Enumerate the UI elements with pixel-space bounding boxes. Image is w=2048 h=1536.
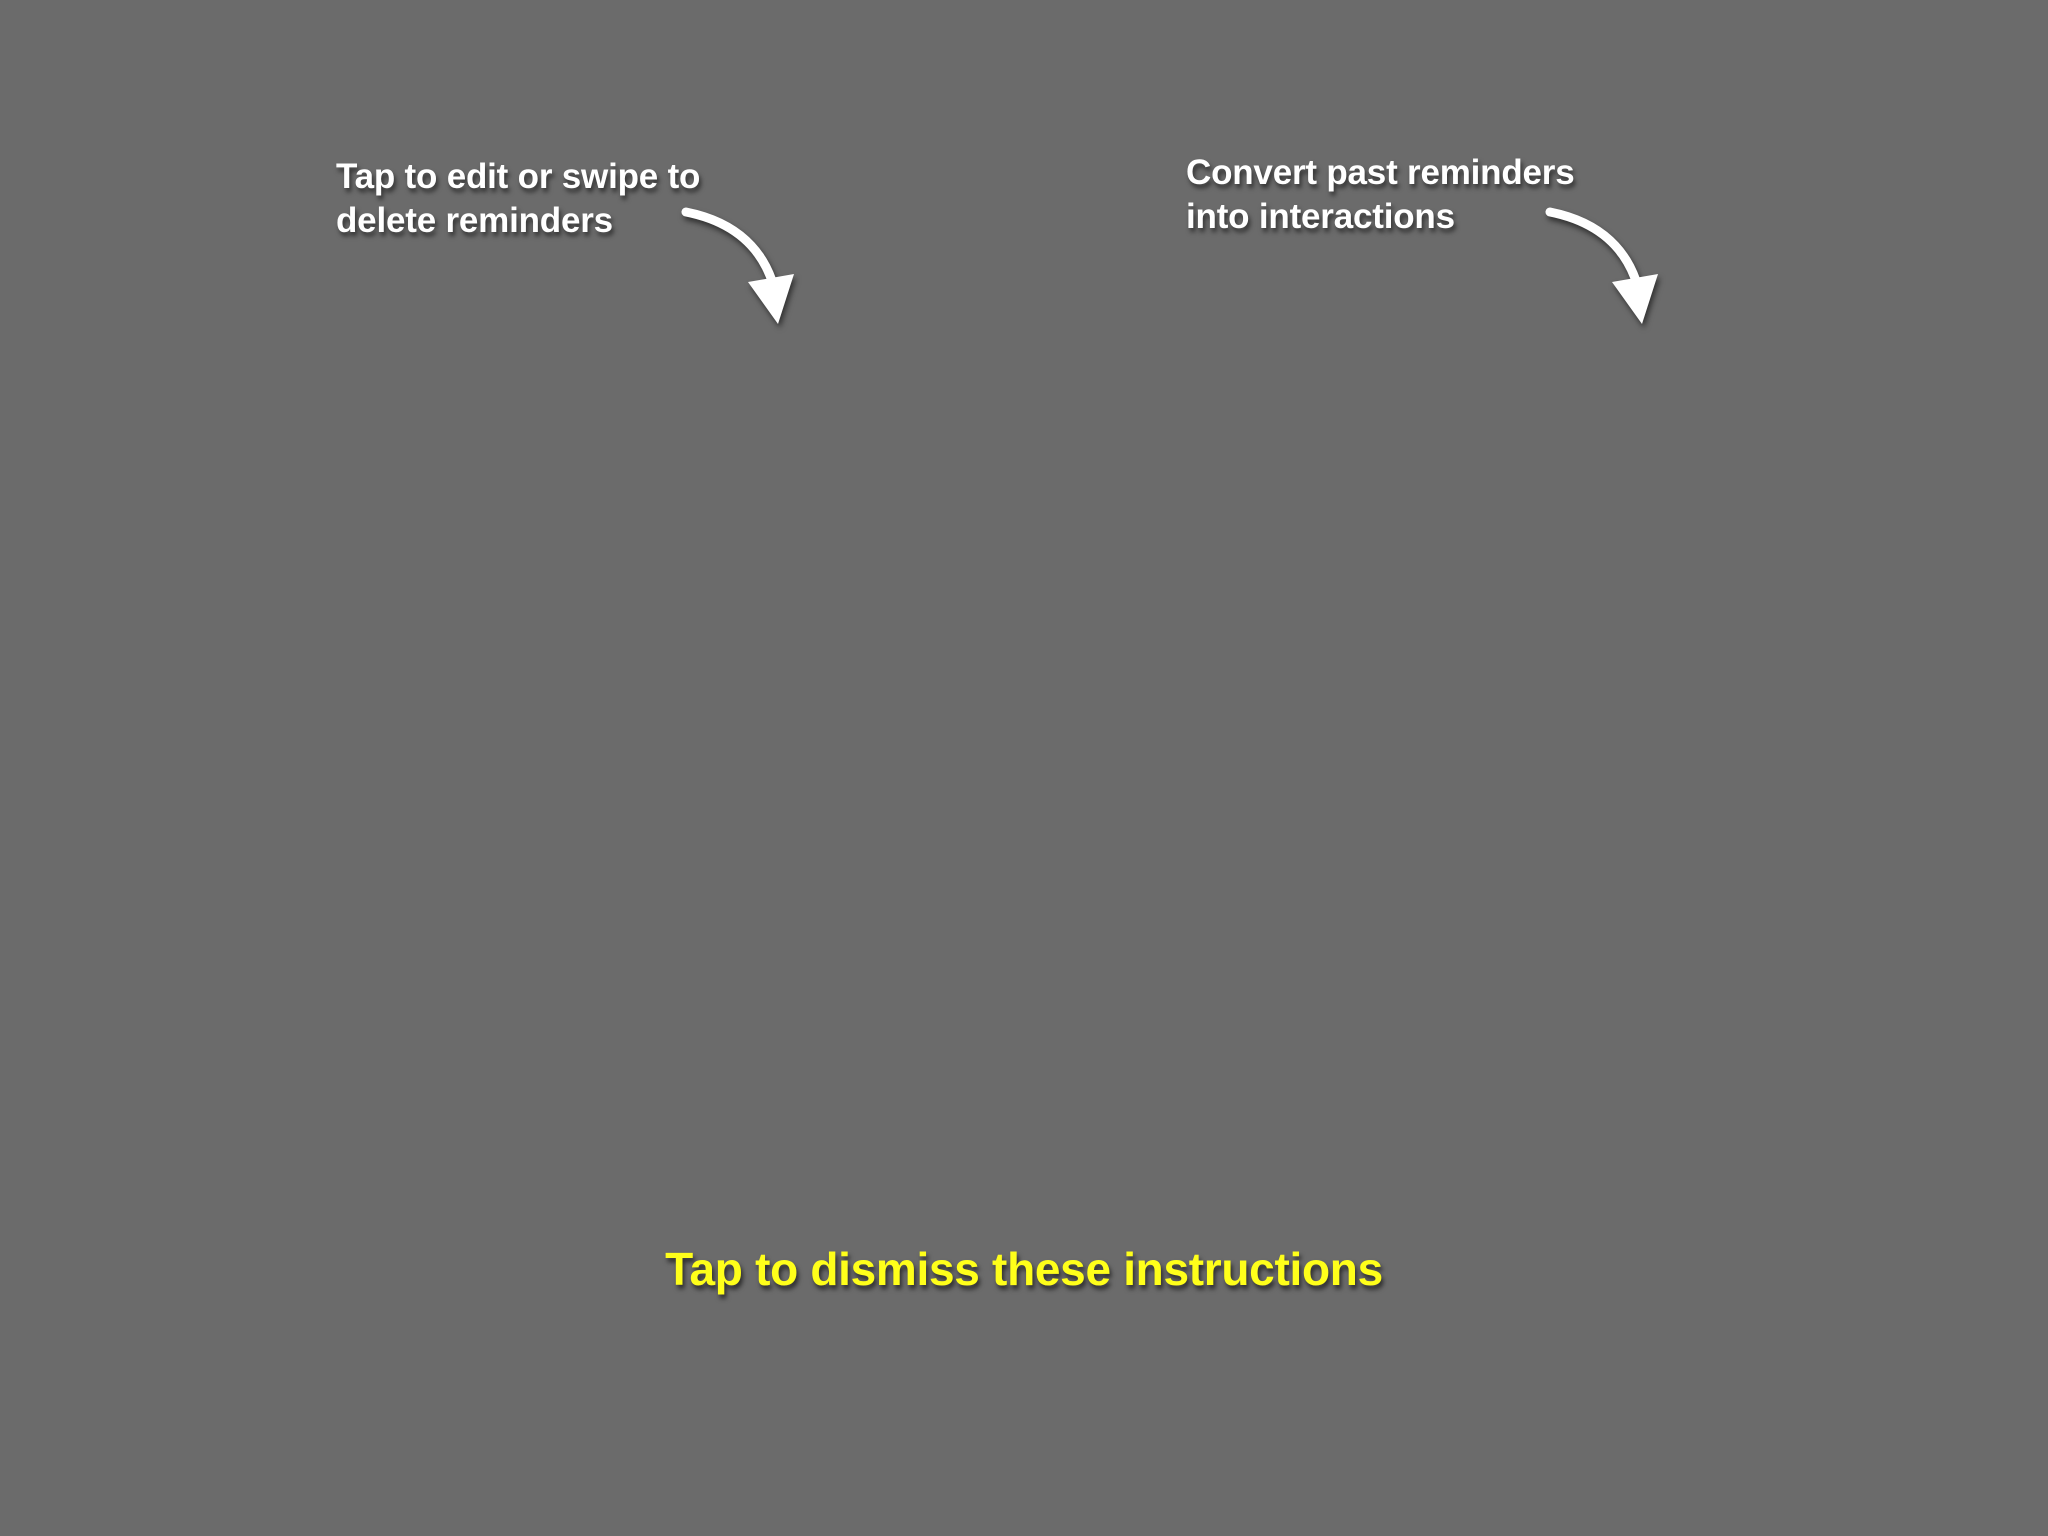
dismiss-instructions-text[interactable]: Tap to dismiss these instructions: [665, 1243, 1383, 1295]
hint-line: Tap to edit or swipe to: [336, 157, 701, 196]
hint-line: delete reminders: [336, 201, 613, 240]
hint-line: into interactions: [1186, 197, 1455, 236]
curved-arrow-down-right-icon: [681, 207, 794, 324]
curved-arrow-down-right-icon: [1545, 207, 1658, 324]
convert-reminders-hint: Convert past reminders into interactions: [1186, 151, 1575, 239]
edit-delete-hint: Tap to edit or swipe to delete reminders: [336, 155, 700, 243]
hint-line: Convert past reminders: [1186, 153, 1575, 192]
